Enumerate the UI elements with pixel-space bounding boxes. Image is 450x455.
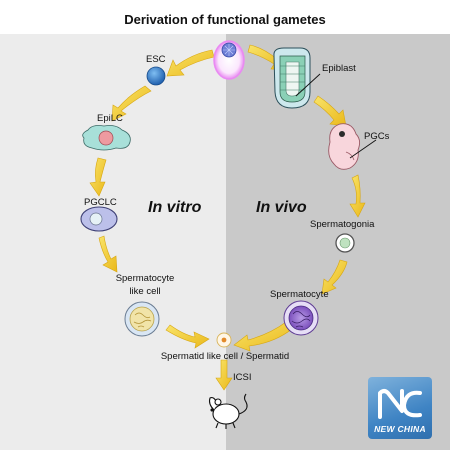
- esc-label: ESC: [146, 54, 166, 65]
- epiblast-embryo: [273, 47, 321, 109]
- esc-cell: [146, 66, 166, 86]
- spermatogonia-cell: [335, 233, 355, 253]
- logo-text: NEW CHINA: [374, 424, 426, 434]
- in-vivo-panel: [226, 0, 450, 450]
- arrow-zygote-to-esc: [166, 49, 215, 77]
- pgclc-cell: [80, 206, 118, 232]
- spermatocyte-label: Spermatocyte: [270, 289, 329, 300]
- pgcs-embryo: [328, 123, 377, 170]
- logo-mark-icon: [378, 389, 422, 419]
- arrow-spermatocyte-to-spermatid: [233, 321, 293, 352]
- pgclc-label: PGCLC: [84, 197, 117, 208]
- spermatid-cell: [216, 332, 232, 348]
- new-china-logo: NEW CHINA: [368, 377, 432, 439]
- arrow-spermatocyte-like-to-spermatid: [165, 324, 210, 349]
- arrow-epiblast-to-pgcs: [313, 95, 347, 127]
- in-vitro-label: In vitro: [148, 199, 202, 216]
- zygote-cell: [213, 40, 245, 80]
- mouse-icon: [208, 393, 248, 429]
- pgcs-label: PGCs: [364, 131, 390, 142]
- spermatocyte-like-cell: [124, 301, 160, 337]
- arrow-esc-to-epilc: [111, 85, 152, 122]
- spermatocyte-like-label-line2: like cell: [129, 286, 161, 297]
- epilc-cell: [82, 125, 131, 151]
- spermatocyte-cell: [283, 300, 319, 336]
- icsi-label: ICSI: [233, 372, 252, 383]
- spermatogonia-label: Spermatogonia: [310, 219, 375, 230]
- diagram-title: Derivation of functional gametes: [124, 12, 326, 27]
- arrow-epilc-to-pgclc: [89, 157, 107, 197]
- title-band: [0, 0, 450, 34]
- arrow-spermatid-to-icsi: [215, 359, 233, 391]
- spermatocyte-like-label-line1: Spermatocyte: [115, 273, 175, 284]
- spermatid-label: Spermatid like cell / Spermatid: [160, 351, 290, 362]
- arrow-spermatogonia-to-spermatocyte: [321, 259, 348, 295]
- arrow-pgcs-to-spermatogonia: [349, 174, 366, 218]
- in-vivo-label: In vivo: [256, 199, 307, 216]
- arrow-pgclc-to-spermatocyte-like: [98, 235, 118, 273]
- epiblast-label: Epiblast: [322, 63, 356, 74]
- epilc-label: EpiLC: [97, 113, 123, 124]
- cycle-arrows: [89, 44, 366, 391]
